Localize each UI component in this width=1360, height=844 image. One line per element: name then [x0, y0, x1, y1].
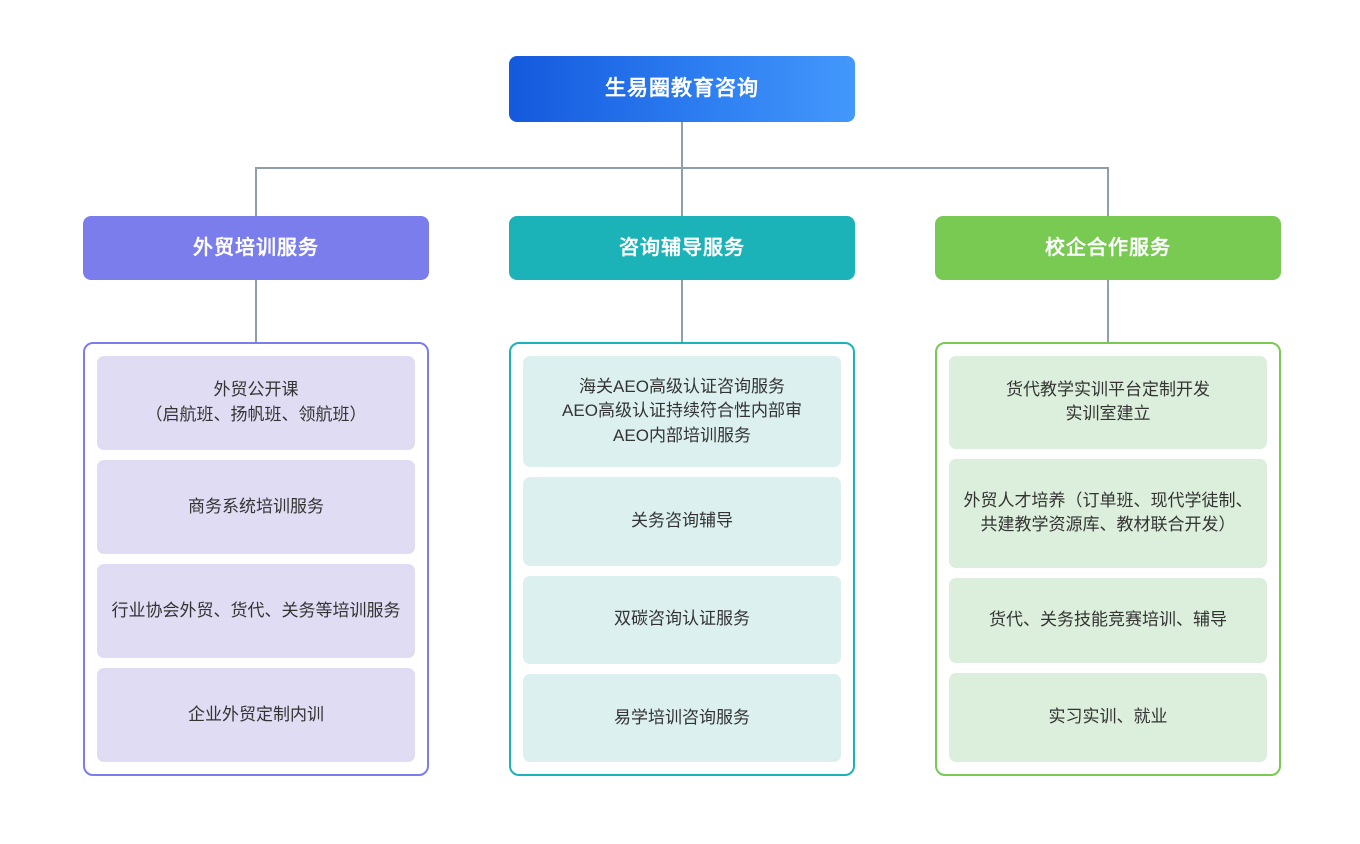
connector-branch-2-body [681, 280, 683, 342]
leaf-card[interactable]: 货代、关务技能竞赛培训、辅导 [949, 578, 1267, 664]
branch-header-1[interactable]: 外贸培训服务 [83, 216, 429, 280]
branch-school-enterprise-cooperation: 校企合作服务 货代教学实训平台定制开发 实训室建立 外贸人才培养（订单班、现代学… [935, 216, 1281, 776]
branch-foreign-trade-training: 外贸培训服务 外贸公开课 （启航班、扬帆班、领航班） 商务系统培训服务 行业协会… [83, 216, 429, 776]
leaf-card[interactable]: 行业协会外贸、货代、关务等培训服务 [97, 564, 415, 658]
leaf-card[interactable]: 货代教学实训平台定制开发 实训室建立 [949, 356, 1267, 449]
branch-body-1: 外贸公开课 （启航班、扬帆班、领航班） 商务系统培训服务 行业协会外贸、货代、关… [83, 342, 429, 776]
leaf-card[interactable]: 外贸公开课 （启航班、扬帆班、领航班） [97, 356, 415, 450]
connector-root-stem [681, 122, 683, 168]
leaf-card[interactable]: 实习实训、就业 [949, 673, 1267, 762]
leaf-card[interactable]: 易学培训咨询服务 [523, 673, 841, 762]
connector-branch-1-body [255, 280, 257, 342]
root-node[interactable]: 生易圈教育咨询 [509, 56, 855, 122]
connector-branch-2-stem [681, 167, 683, 216]
leaf-card[interactable]: 企业外贸定制内训 [97, 668, 415, 762]
leaf-card[interactable]: 关务咨询辅导 [523, 477, 841, 566]
branch-consulting-guidance: 咨询辅导服务 海关AEO高级认证咨询服务 AEO高级认证持续符合性内部审 AEO… [509, 216, 855, 776]
branch-header-3-label: 校企合作服务 [1045, 237, 1171, 259]
branch-header-2[interactable]: 咨询辅导服务 [509, 216, 855, 280]
connector-branch-3-body [1107, 280, 1109, 342]
branch-header-1-label: 外贸培训服务 [193, 237, 319, 259]
leaf-card[interactable]: 海关AEO高级认证咨询服务 AEO高级认证持续符合性内部审 AEO内部培训服务 [523, 356, 841, 468]
branch-body-3: 货代教学实训平台定制开发 实训室建立 外贸人才培养（订单班、现代学徒制、共建教学… [935, 342, 1281, 776]
branch-header-3[interactable]: 校企合作服务 [935, 216, 1281, 280]
root-node-label: 生易圈教育咨询 [605, 77, 759, 101]
connector-branch-1-stem [255, 167, 257, 216]
branch-body-2: 海关AEO高级认证咨询服务 AEO高级认证持续符合性内部审 AEO内部培训服务 … [509, 342, 855, 776]
branch-header-2-label: 咨询辅导服务 [619, 237, 745, 259]
connector-branch-3-stem [1107, 167, 1109, 216]
leaf-card[interactable]: 双碳咨询认证服务 [523, 575, 841, 664]
leaf-card[interactable]: 外贸人才培养（订单班、现代学徒制、共建教学资源库、教材联合开发） [949, 458, 1267, 569]
leaf-card[interactable]: 商务系统培训服务 [97, 460, 415, 554]
